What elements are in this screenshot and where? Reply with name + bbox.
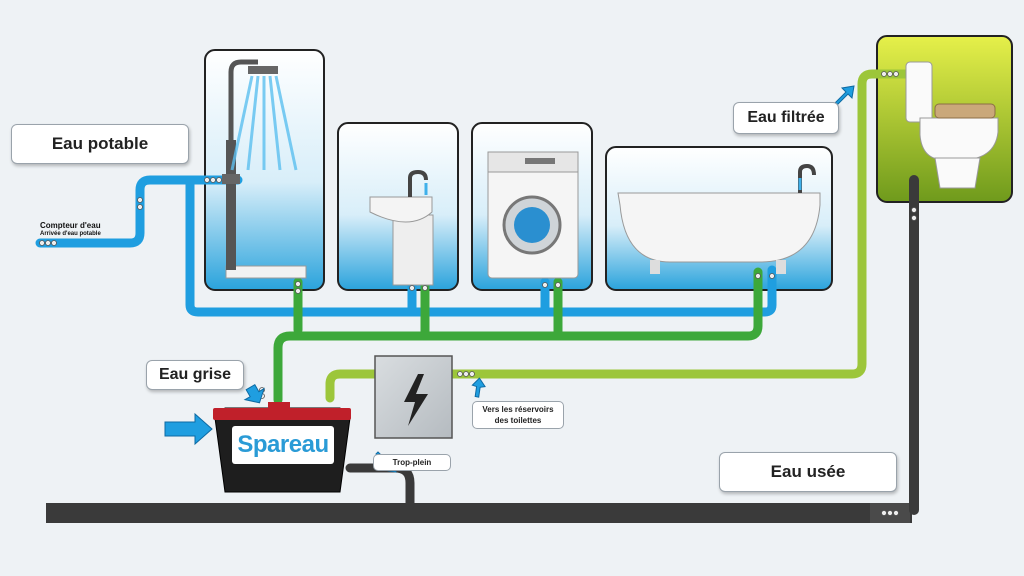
- grey-water-arrow-icon: [243, 384, 265, 404]
- note-reservoirs: Vers les réservoirs des toilettes: [472, 401, 564, 429]
- waste-pipes: [46, 175, 919, 523]
- grey-water-pipes: [273, 267, 763, 405]
- inflow-arrow-icon: [164, 412, 213, 446]
- reservoir-arrow-icon: [471, 377, 486, 398]
- note-trop-plein: Trop-plein: [373, 454, 451, 471]
- meter-subtitle: Arrivée d'eau potable: [40, 231, 101, 237]
- washing-machine-icon: [487, 151, 579, 279]
- label-eau-potable: Eau potable: [11, 124, 189, 164]
- pipe-connectors: [39, 71, 917, 516]
- filtered-pipes: [325, 69, 910, 403]
- bathtub-icon: [617, 163, 821, 274]
- spareau-logo: Spareau: [232, 426, 334, 464]
- sink-icon: [369, 169, 434, 286]
- note-reservoirs-line1: Vers les réservoirs: [482, 405, 554, 414]
- electric-box-icon: [374, 355, 453, 439]
- meter-title: Compteur d'eau: [40, 221, 101, 230]
- toilet-icon: [905, 61, 999, 189]
- note-reservoirs-line2: des toilettes: [494, 416, 542, 425]
- label-eau-grise: Eau grise: [146, 360, 244, 390]
- label-eau-usee: Eau usée: [719, 452, 897, 492]
- label-eau-filtree: Eau filtrée: [733, 102, 839, 134]
- shower-icon: [222, 59, 307, 279]
